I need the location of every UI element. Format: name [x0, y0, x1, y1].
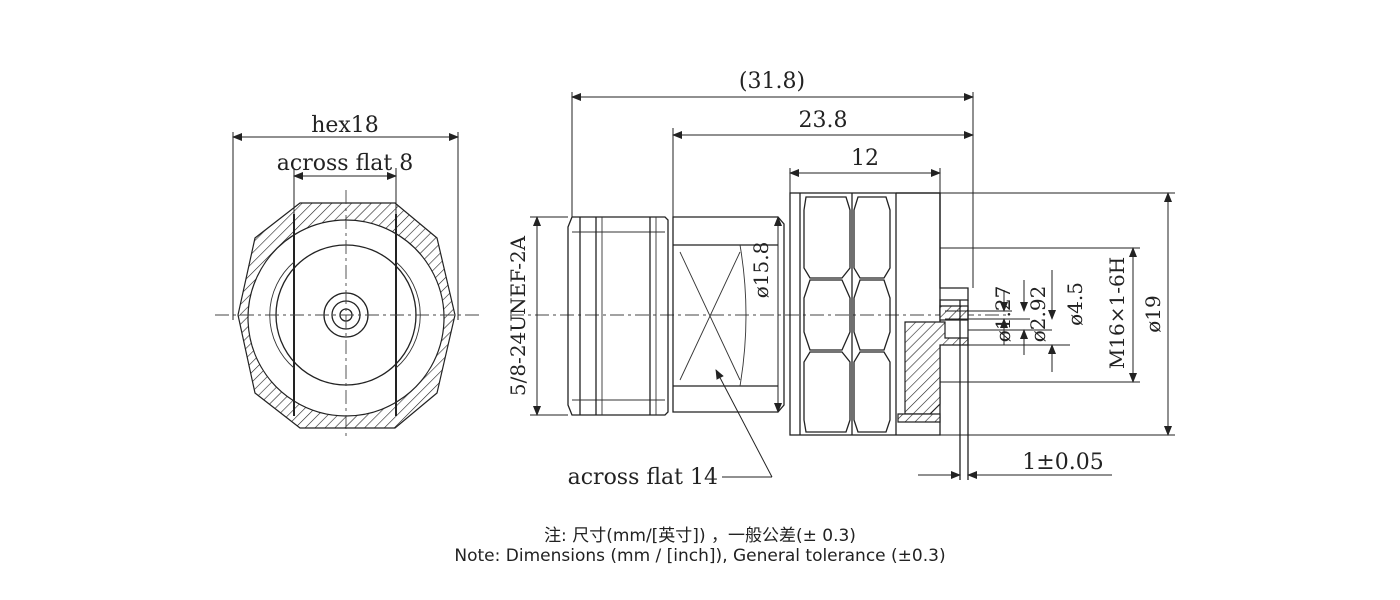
dim-af14-label: across flat 14	[568, 465, 718, 490]
side-view: (31.8) 23.8 12 5/8-24UNEF-2A ø15.8 ø1.27…	[506, 69, 1175, 490]
thread-section	[567, 216, 669, 416]
nut-section	[789, 192, 941, 436]
note-chinese: 注: 尺寸(mm/[英寸]) ，一般公差(± 0.3)	[544, 526, 856, 546]
dim-af8-label: across flat 8	[277, 151, 413, 176]
dim-19-label: ø19	[1141, 295, 1165, 333]
hex-outline	[237, 202, 456, 429]
dim-hex-label: hex18	[311, 113, 379, 138]
dim-2-92-label: ø2.92	[1026, 286, 1050, 343]
dim-flange-label: 1±0.05	[1022, 450, 1103, 475]
dim-15-8-label: ø15.8	[749, 242, 773, 299]
dim-overall-label: (31.8)	[739, 69, 805, 94]
dim-1-27-label: ø1.27	[991, 286, 1015, 343]
dim-4-5-label: ø4.5	[1063, 282, 1087, 326]
note-english: Note: Dimensions (mm / [inch]), General …	[454, 546, 946, 566]
flange-section	[896, 192, 969, 480]
dim-m16-label: M16×1-6H	[1105, 257, 1129, 369]
dim-nut-label: 12	[851, 146, 879, 171]
dim-body-label: 23.8	[799, 108, 848, 133]
front-view: hex18 across flat 8	[215, 113, 480, 440]
dim-thread-label: 5/8-24UNEF-2A	[506, 235, 530, 396]
